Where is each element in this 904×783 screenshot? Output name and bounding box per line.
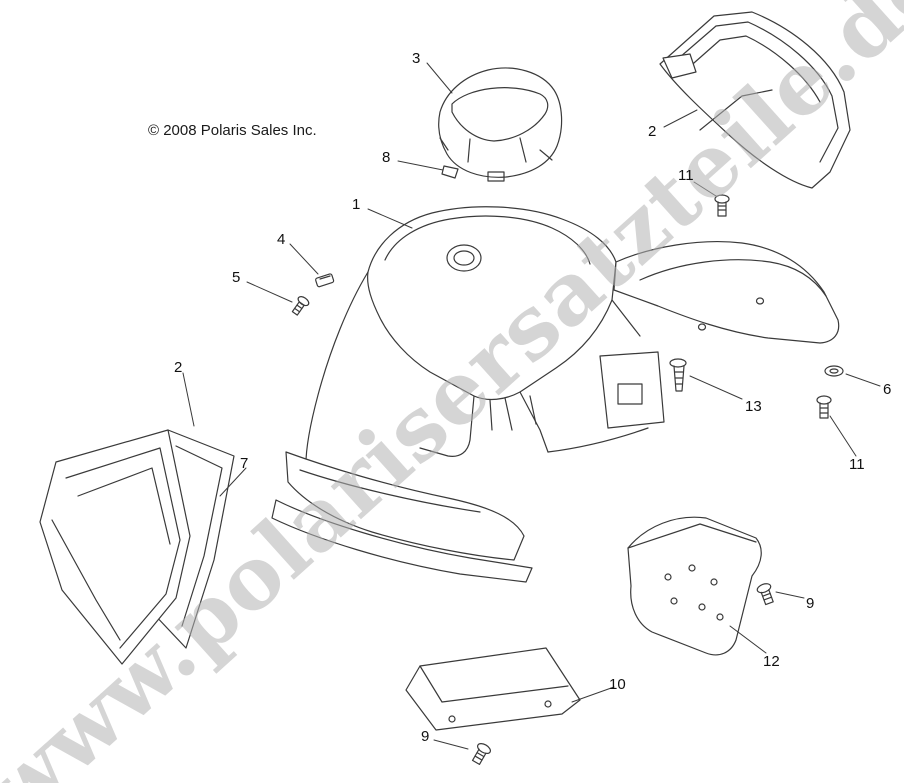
fastener-washer-6-drawing — [824, 365, 844, 377]
callout-9-bottom-screw: 9 — [421, 728, 430, 745]
callout-1-main-cab: 1 — [352, 196, 361, 213]
fastener-rivet-5-drawing — [291, 296, 310, 316]
part-hood-pod-drawing — [438, 67, 563, 182]
callout-11-right-screw: 11 — [849, 456, 865, 473]
callout-8-clip: 8 — [382, 149, 391, 166]
callout-11-top-screw: 11 — [678, 167, 694, 184]
part-main-cab-drawing — [271, 206, 840, 583]
callout-10-floor-bracket: 10 — [609, 676, 626, 693]
callout-6-washer: 6 — [883, 381, 892, 398]
part-left-side-panels-drawing — [39, 429, 235, 665]
callout-13-rivet: 13 — [745, 398, 762, 415]
fastener-rivet-13-drawing — [669, 358, 687, 392]
leader-lines — [182, 62, 881, 750]
part-floor-bracket-drawing — [405, 647, 581, 731]
callout-4-clip: 4 — [277, 231, 286, 248]
callout-7-left-panel: 7 — [240, 455, 249, 472]
callout-12-pocket-panel: 12 — [763, 653, 780, 670]
part-pocket-panel-drawing — [627, 516, 762, 656]
part-right-side-panel-drawing — [659, 11, 851, 189]
fastener-screw-11-right-drawing — [816, 395, 832, 419]
fastener-screw-9-bottom-drawing — [471, 743, 491, 765]
fastener-screw-11-top-drawing — [714, 194, 730, 217]
fastener-screw-9-right-drawing — [756, 583, 774, 606]
fastener-clip-4-drawing — [315, 273, 335, 288]
callout-5-rivet: 5 — [232, 269, 241, 286]
callout-9-right-screw: 9 — [806, 595, 815, 612]
copyright-text: © 2008 Polaris Sales Inc. — [148, 122, 317, 139]
callout-3-hood-pod: 3 — [412, 50, 421, 67]
callout-2-right-panel: 2 — [648, 123, 657, 140]
callout-2-left-panel: 2 — [174, 359, 183, 376]
part-clip-8-drawing — [441, 165, 459, 179]
